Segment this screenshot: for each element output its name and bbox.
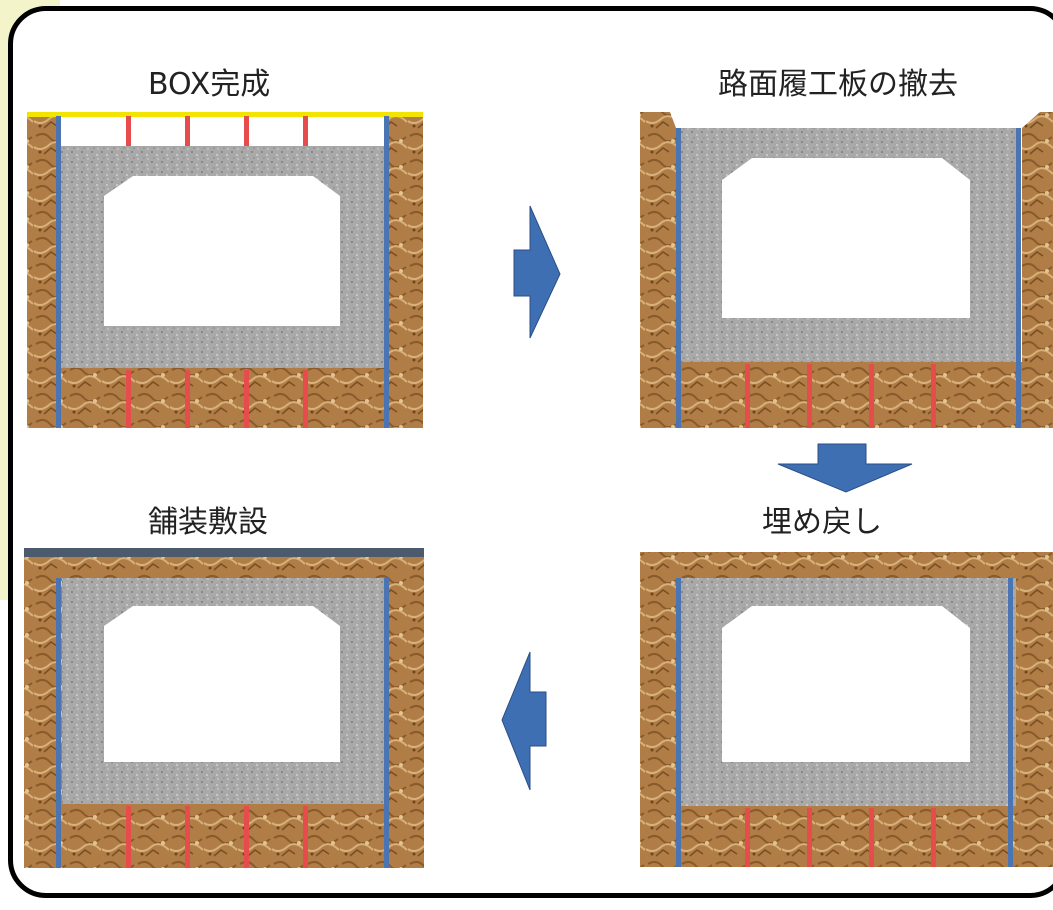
panel-deck-removal [640,112,1053,428]
piles-backfill [745,808,936,867]
sheet-pile-left-paving [56,578,61,868]
deck-plate-box-complete [27,112,423,117]
soil-bottom-deck-removal [676,362,1022,428]
sheet-pile-left-deck-removal [676,128,681,428]
box-culvert-opening-backfill [722,606,970,762]
panel-title-backfill: 埋め戻し [762,505,882,540]
arrow-right-icon [513,205,561,339]
sheet-pile-right-backfill [1008,578,1013,867]
panel-backfill [640,552,1053,867]
soil-left-deck-removal [640,112,676,428]
arrow-down-icon [777,443,913,493]
panel-title-paving: 舗装敷設 [148,505,268,540]
box-culvert-opening-box-complete [104,176,340,326]
box-culvert-opening-deck-removal [722,158,970,318]
sheet-pile-right-deck-removal [1016,128,1021,428]
piles-paving [126,806,308,868]
panel-title-deck-removal: 路面履工板の撤去 [718,67,958,102]
box-culvert-opening-paving [104,606,340,762]
sheet-pile-right-box-complete [384,116,389,428]
open-trench-box-complete [60,116,386,146]
panel-box-complete [27,112,423,428]
piles-deck-removal [745,364,936,428]
soil-right-deck-removal [1022,112,1053,428]
sheet-pile-left-backfill [676,578,681,867]
piles-box-complete [126,370,308,428]
panel-paving [24,548,424,868]
arrow-left-icon [501,651,547,791]
upper-struts-box-complete [126,116,308,146]
pavement-layer-paving [24,548,424,557]
sheet-pile-right-paving [384,578,389,868]
panel-title-box-complete: BOX完成 [148,67,271,102]
sheet-pile-left-box-complete [56,116,61,428]
